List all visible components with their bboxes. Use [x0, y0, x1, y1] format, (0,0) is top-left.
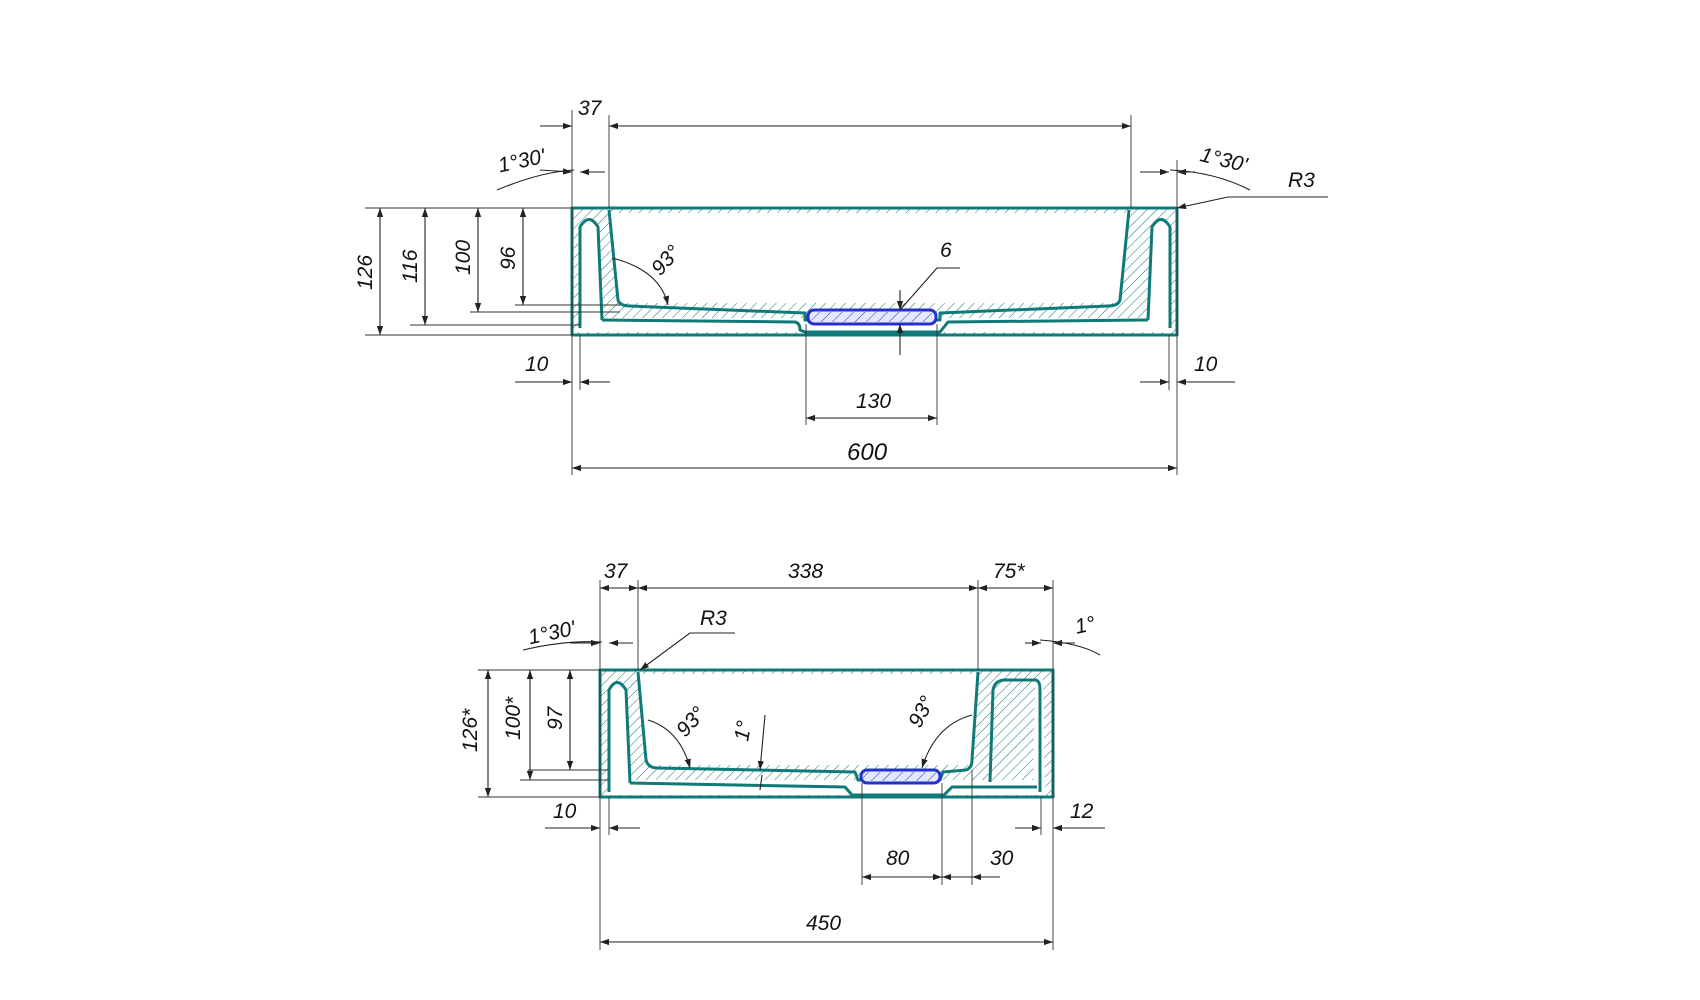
bottom-dim-height-100: 100* — [502, 696, 525, 740]
top-angle-arcs — [496, 169, 1251, 306]
bottom-dim-height-97: 97 — [544, 705, 567, 730]
top-dim-wall-angle: 93° — [647, 241, 685, 280]
top-right-wall — [1146, 218, 1172, 328]
top-dim-drain-depth: 6 — [940, 239, 952, 262]
top-dim-height-126: 126 — [354, 255, 377, 290]
bottom-right-ledge — [988, 678, 1042, 792]
top-dimension-lines — [376, 122, 1328, 472]
top-dim-height-116: 116 — [399, 249, 422, 283]
bottom-dim-drain-offset: 30 — [990, 847, 1014, 870]
bottom-dim-ledge-right: 75* — [993, 560, 1025, 583]
bottom-section-fill — [600, 670, 1053, 797]
bottom-dim-base-left: 10 — [553, 800, 577, 823]
bottom-floor-line — [629, 781, 1037, 797]
bottom-dim-drain-width: 80 — [886, 847, 910, 870]
top-dim-base-right: 10 — [1194, 353, 1218, 376]
bottom-dim-wall-angle-left: 93° — [672, 702, 710, 741]
top-dim-radius: R3 — [1288, 169, 1315, 192]
bottom-dim-base-right: 12 — [1070, 800, 1094, 823]
bottom-dim-rim-left: 37 — [604, 560, 629, 583]
top-dim-drain-width: 130 — [856, 390, 891, 413]
top-dim-draft-right: 1°30' — [1198, 143, 1251, 177]
top-extension-lines — [365, 110, 1178, 475]
bottom-dim-width-total: 450 — [806, 912, 841, 935]
bottom-dim-basin-width: 338 — [788, 560, 823, 583]
top-dim-width-total: 600 — [847, 439, 888, 466]
bottom-dimension-lines — [484, 584, 1105, 946]
top-dim-base-left: 10 — [525, 353, 549, 376]
top-dim-height-96: 96 — [497, 246, 520, 270]
bottom-drain-insert-hatch — [863, 772, 938, 781]
top-floor-line — [601, 318, 1149, 334]
bottom-view: 37 338 75* 1°30' 1° R3 93° 93° 1° 126* 1… — [459, 560, 1105, 950]
top-dim-height-100: 100 — [452, 240, 475, 275]
bottom-dim-radius: R3 — [700, 607, 727, 630]
bottom-dim-draft-left: 1°30' — [526, 617, 578, 650]
bottom-left-wall — [607, 681, 632, 792]
bottom-dim-draft-right: 1° — [1073, 612, 1097, 639]
top-left-wall — [578, 218, 604, 328]
top-dim-draft-left: 1°30' — [496, 145, 548, 178]
top-section-fill — [572, 208, 1177, 335]
top-drain-insert-hatch — [810, 312, 934, 322]
bottom-dim-floor-slope: 1° — [730, 719, 756, 743]
top-dim-rim-left: 37 — [578, 97, 603, 120]
bottom-angle-arcs — [522, 639, 1101, 769]
top-view: 37 1°30' 1°30' R3 93° 6 126 116 100 96 1… — [354, 97, 1328, 475]
bottom-dim-height-126: 126* — [459, 708, 482, 752]
bottom-dim-wall-angle-right: 93° — [904, 693, 939, 732]
